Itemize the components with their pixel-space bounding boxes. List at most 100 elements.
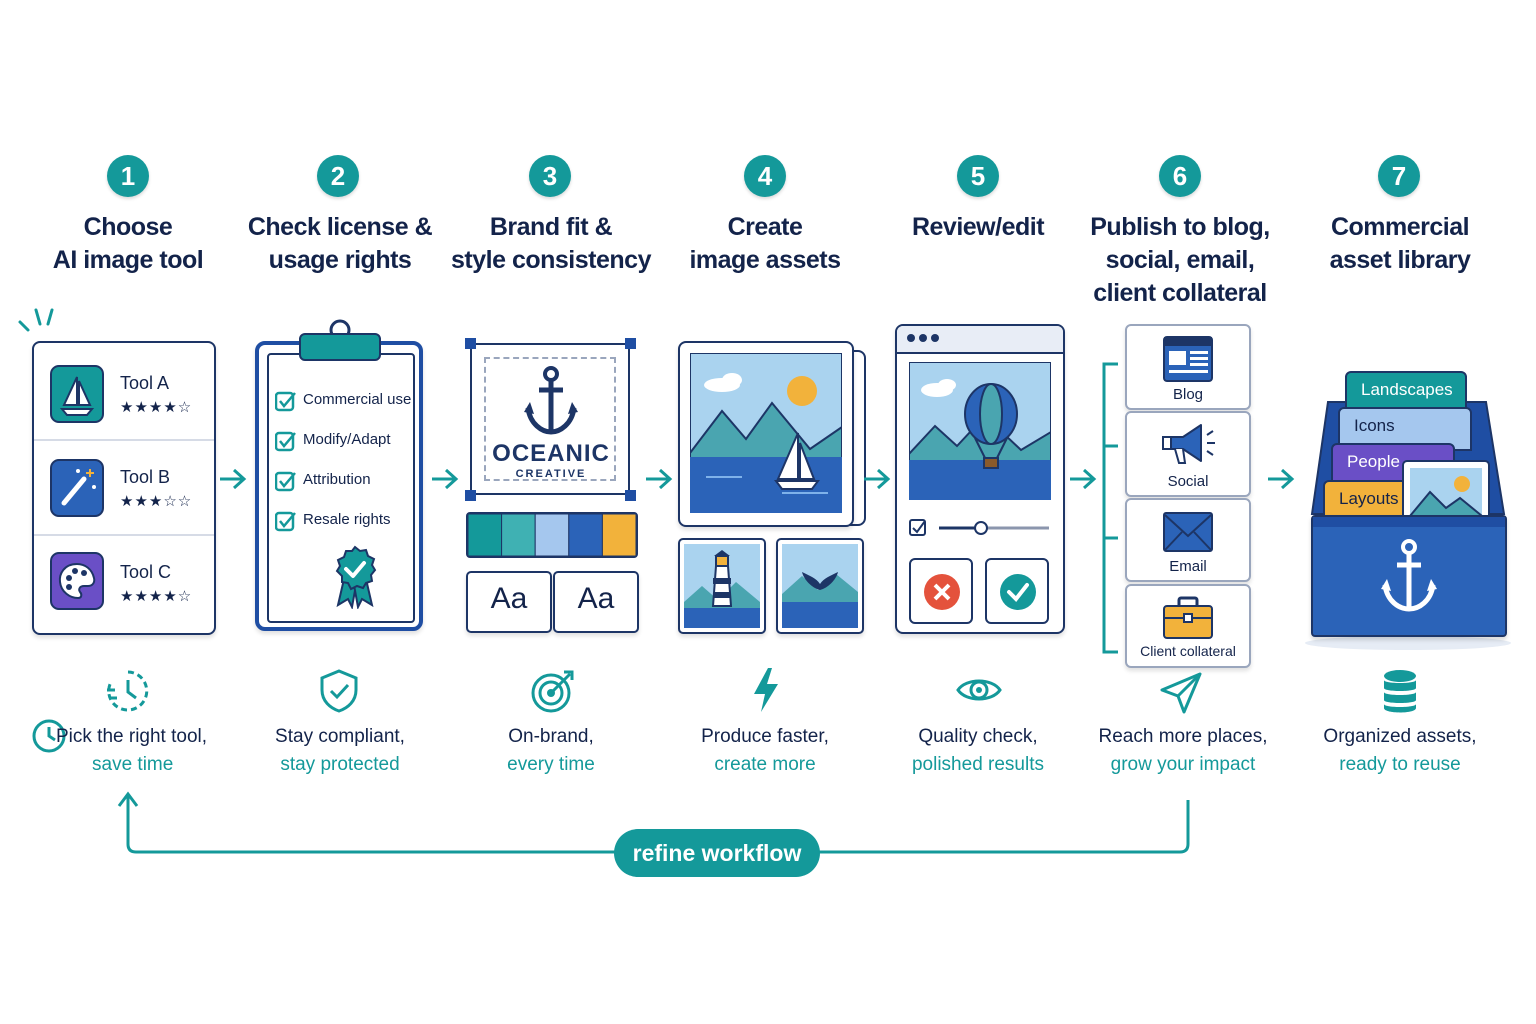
- tool-row-b[interactable]: Tool B ★★★☆☆: [34, 441, 214, 534]
- license-clipboard: [255, 341, 423, 631]
- checkbox-checked-icon: [275, 511, 296, 532]
- brand-name: OCEANIC: [492, 440, 610, 467]
- whale-tail-thumbnail[interactable]: [776, 538, 864, 634]
- step-2-number: 2: [317, 155, 359, 197]
- tool-c-rating: ★★★★☆: [120, 588, 193, 605]
- main-image-asset[interactable]: [678, 341, 854, 527]
- channel-blog[interactable]: Blog: [1125, 324, 1251, 410]
- check-icon: [1000, 574, 1036, 610]
- license-item[interactable]: Commercial use: [275, 388, 425, 414]
- channel-client-collateral[interactable]: Client collateral: [1125, 584, 1251, 668]
- anchor-icon: [524, 366, 578, 435]
- palette-icon: [50, 552, 104, 610]
- palette-swatch[interactable]: [568, 513, 603, 557]
- lighthouse-thumbnail[interactable]: [678, 538, 766, 634]
- window-dot: [919, 334, 927, 342]
- checkbox-checked-icon: [275, 471, 296, 492]
- anchor-icon: [1381, 539, 1437, 612]
- window-dot: [931, 334, 939, 342]
- reject-button[interactable]: [909, 558, 973, 624]
- flow-arrow-icon: [864, 468, 891, 490]
- step-6-title: Publish to blog,social, email,client col…: [1090, 213, 1270, 307]
- flow-arrow-icon: [646, 468, 673, 490]
- megaphone-icon: [1162, 424, 1215, 464]
- channel-email[interactable]: Email: [1125, 498, 1251, 582]
- palette-swatch[interactable]: [601, 513, 637, 557]
- step-4-benefit: Produce faster,create more: [701, 726, 829, 775]
- font-sample-card[interactable]: Aa: [553, 571, 639, 633]
- shield-check-icon: [320, 669, 358, 713]
- resize-handle[interactable]: [625, 338, 636, 349]
- lighthouse-image: [684, 544, 760, 628]
- whale-tail-image: [782, 544, 858, 628]
- channel-bracket: [1102, 362, 1118, 654]
- flow-arrow-icon: [432, 468, 459, 490]
- briefcase-icon: [1163, 596, 1213, 639]
- resize-handle[interactable]: [465, 338, 476, 349]
- review-editor-window: [895, 324, 1065, 634]
- eye-icon: [956, 679, 1002, 701]
- tool-b-name: Tool B: [120, 467, 171, 487]
- brand-subtitle: CREATIVE: [515, 468, 587, 480]
- step-5-number: 5: [957, 155, 999, 197]
- channel-social[interactable]: Social: [1125, 411, 1251, 497]
- license-item[interactable]: Modify/Adapt: [275, 428, 425, 454]
- window-dot: [907, 334, 915, 342]
- tool-c-name: Tool C: [120, 562, 172, 582]
- step-5-benefit: Quality check,polished results: [911, 726, 1045, 775]
- step-7-number: 7: [1378, 155, 1420, 197]
- timer-icon: [107, 670, 149, 712]
- font-sample-card[interactable]: Aa: [466, 571, 552, 633]
- balloon-image[interactable]: [909, 362, 1051, 500]
- send-icon: [1160, 672, 1202, 714]
- tool-row-a[interactable]: Tool A ★★★★☆: [34, 343, 214, 439]
- step-7-benefit: Organized assets,ready to reuse: [1323, 726, 1477, 775]
- step-1-number: 1: [107, 155, 149, 197]
- step-4-number: 4: [744, 155, 786, 197]
- step-6-benefit: Reach more places,grow your impact: [1098, 726, 1268, 775]
- step-6-number: 6: [1159, 155, 1201, 197]
- sailboat-icon: [50, 365, 104, 423]
- license-item[interactable]: Attribution: [275, 468, 425, 494]
- resize-handle[interactable]: [625, 490, 636, 501]
- step-2-benefit: Stay compliant,stay protected: [275, 726, 405, 775]
- adjustment-slider[interactable]: [909, 516, 1053, 540]
- palette-swatch[interactable]: [501, 513, 536, 557]
- checkbox-checked-icon: [275, 431, 296, 452]
- database-icon: [1384, 670, 1416, 713]
- target-icon: [531, 670, 574, 713]
- sparkle-icon: [18, 308, 54, 332]
- close-icon: [924, 574, 960, 610]
- tool-row-c[interactable]: Tool C ★★★★☆: [34, 536, 214, 631]
- tool-b-rating: ★★★☆☆: [120, 493, 193, 510]
- palette-swatch[interactable]: [534, 513, 570, 557]
- flow-arrow-icon: [1268, 468, 1295, 490]
- tool-a-rating: ★★★★☆: [120, 399, 193, 416]
- step-1-benefit: Pick the right tool, save time: [56, 726, 208, 775]
- tool-a-name: Tool A: [120, 373, 170, 393]
- landscape-sailboat-image: [690, 353, 842, 513]
- refine-workflow-pill[interactable]: refine workflow: [614, 829, 820, 877]
- award-badge-icon: [335, 545, 377, 609]
- blog-page-icon: [1163, 336, 1213, 382]
- resize-handle[interactable]: [465, 490, 476, 501]
- lightning-icon: [754, 668, 778, 712]
- step-3-benefit: On-brand,every time: [507, 726, 595, 775]
- clipboard-clip-icon: [299, 319, 381, 361]
- palette-swatch[interactable]: [467, 513, 503, 557]
- asset-library-box[interactable]: [1311, 515, 1507, 637]
- clock-icon: [32, 719, 66, 753]
- color-palette[interactable]: [466, 512, 638, 560]
- envelope-icon: [1163, 512, 1213, 552]
- step-5-title: Review/edit: [911, 213, 1045, 241]
- approve-button[interactable]: [985, 558, 1049, 624]
- license-item[interactable]: Resale rights: [275, 508, 425, 534]
- flow-arrow-icon: [1070, 468, 1097, 490]
- step-2-title: Check license &usage rights: [247, 213, 433, 274]
- step-3-title: Brand fit &style consistency: [451, 213, 651, 274]
- magic-wand-icon: [50, 459, 104, 517]
- step-3-number: 3: [529, 155, 571, 197]
- checkbox-checked-icon: [275, 391, 296, 412]
